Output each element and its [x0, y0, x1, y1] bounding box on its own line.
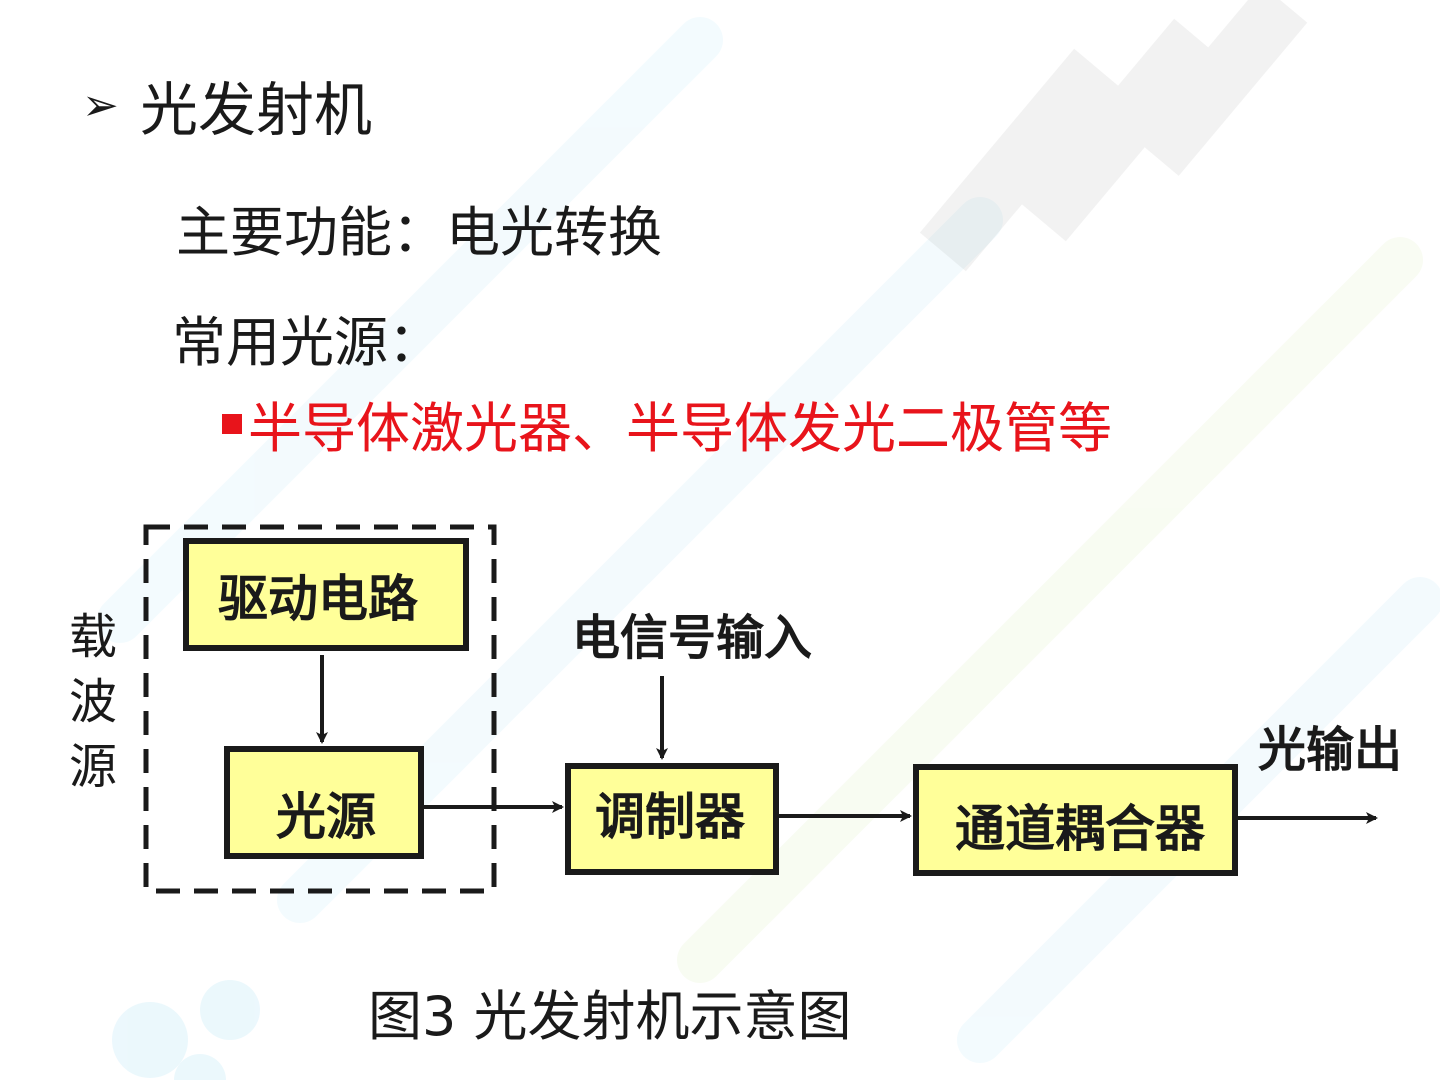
- group-label-char: 源: [69, 739, 117, 795]
- arrow-bullet-icon: ➢: [82, 79, 119, 131]
- figure-caption: 图3 光发射机示意图: [368, 985, 852, 1048]
- sources-list-text: 半导体激光器、半导体发光二极管等: [248, 397, 1112, 460]
- channel-coupler-box: [913, 764, 1238, 876]
- group-label-char: 波: [69, 674, 117, 730]
- group-label-char: 载: [69, 609, 117, 665]
- driver-circuit-label: 驱动电路: [218, 570, 419, 628]
- electrical-input-label: 电信号输入: [572, 610, 812, 666]
- carrier-source-group: [143, 524, 497, 894]
- square-bullet-icon: [222, 413, 242, 434]
- optical-output-label: 光输出: [1258, 722, 1402, 778]
- sources-list-item: 半导体激光器、半导体发光二极管等: [222, 384, 1112, 463]
- main-function-text: 主要功能：电光转换: [176, 201, 662, 264]
- light-source-label: 光源: [276, 788, 376, 846]
- modulator-box: [565, 763, 779, 875]
- light-source-box: [224, 746, 424, 859]
- common-sources-label: 常用光源：: [172, 311, 442, 374]
- channel-coupler-label: 通道耦合器: [955, 800, 1206, 858]
- driver-circuit-box: [183, 538, 469, 651]
- modulator-label: 调制器: [595, 788, 746, 846]
- heading-title: 光发射机: [140, 76, 373, 144]
- section-heading: ➢ 光发射机: [82, 70, 372, 144]
